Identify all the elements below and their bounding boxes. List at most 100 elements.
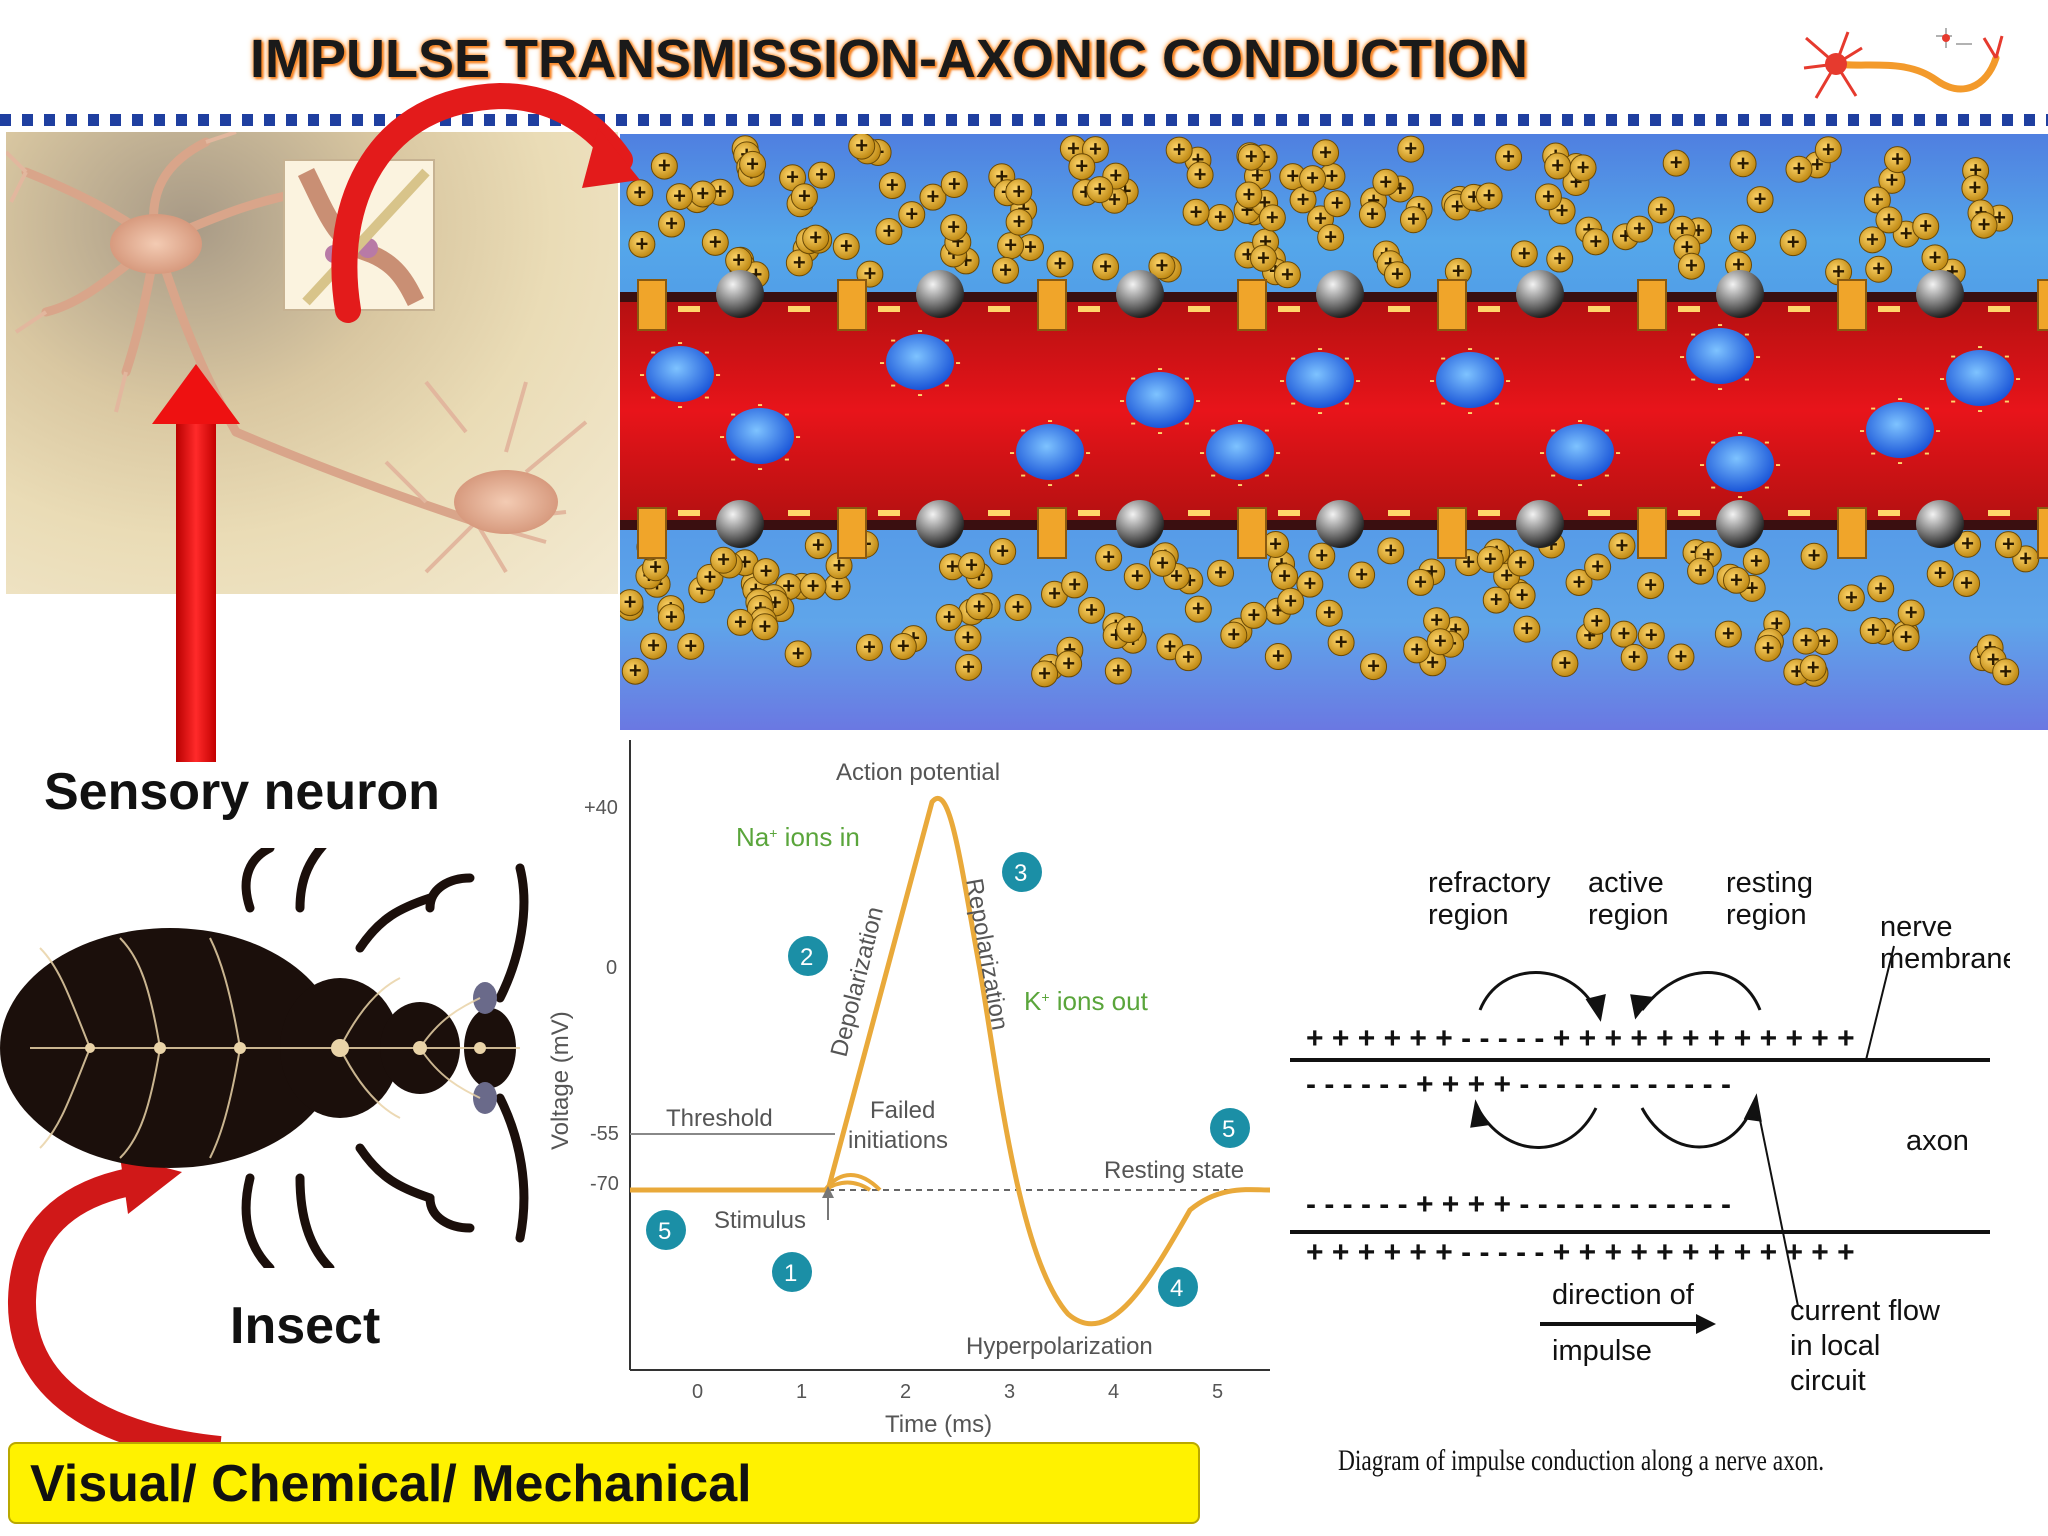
positive-ion: + bbox=[1892, 624, 1920, 652]
positive-ion: + bbox=[1377, 537, 1405, 565]
positive-ion: + bbox=[1565, 568, 1593, 596]
svg-text:+: + bbox=[1822, 137, 1835, 162]
positive-ion: + bbox=[620, 589, 644, 617]
svg-text:+: + bbox=[2019, 546, 2032, 571]
svg-text:+: + bbox=[809, 225, 822, 250]
svg-text:-: - bbox=[1744, 371, 1749, 388]
svg-text:-: - bbox=[1264, 467, 1269, 484]
positive-ion: + bbox=[919, 183, 947, 211]
ion-channel bbox=[1037, 507, 1067, 559]
svg-text:-: - bbox=[944, 377, 949, 394]
svg-text:-: - bbox=[1074, 421, 1079, 438]
svg-text:4: 4 bbox=[1170, 1275, 1183, 1302]
positive-ion: + bbox=[628, 230, 656, 258]
outer-charge-row: + + + + + + - - - - - + + + + + + + + + … bbox=[1306, 1022, 1855, 1055]
svg-text:+: + bbox=[1737, 151, 1750, 176]
svg-text:+: + bbox=[886, 173, 899, 198]
svg-text:+: + bbox=[807, 573, 820, 598]
svg-text:+: + bbox=[943, 605, 956, 630]
svg-text:+: + bbox=[1502, 144, 1515, 169]
svg-text:+: + bbox=[673, 184, 686, 209]
svg-text:+: + bbox=[1722, 621, 1735, 646]
positive-ion: + bbox=[1859, 617, 1887, 645]
svg-text:+: + bbox=[1214, 205, 1227, 230]
positive-ion: + bbox=[726, 608, 754, 636]
svg-text:+: + bbox=[833, 553, 846, 578]
positive-ion: + bbox=[898, 201, 926, 229]
positive-ion: + bbox=[1647, 196, 1675, 224]
svg-text:+: + bbox=[1048, 581, 1061, 606]
svg-text:-: - bbox=[1157, 360, 1162, 377]
svg-text:-: - bbox=[1737, 424, 1742, 441]
negative-ion-blob: -------- bbox=[1429, 340, 1510, 421]
negative-ion-blob: -------- bbox=[1009, 412, 1090, 493]
svg-text:+: + bbox=[1038, 661, 1051, 686]
ion-channel bbox=[1437, 507, 1467, 559]
positive-ion: + bbox=[1482, 586, 1510, 614]
svg-text:+: + bbox=[1516, 583, 1529, 608]
positive-ion: + bbox=[1317, 223, 1345, 251]
positive-ion: + bbox=[1912, 213, 1940, 241]
svg-text:-: - bbox=[1130, 369, 1135, 386]
ion-channel bbox=[1437, 279, 1467, 331]
membrane-charge-mark bbox=[1678, 306, 1700, 312]
positive-ion: + bbox=[1115, 616, 1143, 644]
y-axis-label: Voltage (mV) bbox=[547, 1011, 574, 1150]
positive-ion: + bbox=[1865, 255, 1893, 283]
positive-ion: + bbox=[1637, 622, 1665, 650]
positive-ion: + bbox=[1016, 234, 1044, 262]
svg-text:+: + bbox=[635, 231, 648, 256]
svg-text:+: + bbox=[1484, 546, 1497, 571]
positive-ion: + bbox=[1296, 570, 1324, 598]
stage-badge: 1 bbox=[772, 1252, 812, 1292]
sodium-potassium-pump bbox=[1316, 270, 1364, 318]
positive-ion: + bbox=[1875, 206, 1903, 234]
svg-text:-: - bbox=[1764, 433, 1769, 450]
negative-ion-blob: -------- bbox=[879, 322, 960, 403]
svg-text:+: + bbox=[1960, 570, 1973, 595]
diagram-caption: Diagram of impulse conduction along a ne… bbox=[1338, 1444, 1825, 1477]
svg-text:2: 2 bbox=[800, 944, 813, 971]
page-title: IMPULSE TRANSMISSION-AXONIC CONDUCTION bbox=[250, 29, 1529, 89]
svg-text:+: + bbox=[831, 574, 844, 599]
svg-text:+: + bbox=[1272, 644, 1285, 669]
svg-text:+: + bbox=[1800, 628, 1813, 653]
positive-ion: + bbox=[1754, 634, 1782, 662]
membrane-charge-mark bbox=[1478, 306, 1500, 312]
positive-ion: + bbox=[1687, 557, 1715, 585]
positive-ion: + bbox=[1323, 190, 1351, 218]
svg-text:-: - bbox=[757, 460, 762, 477]
svg-text:-: - bbox=[917, 322, 922, 339]
pointer-line bbox=[1865, 945, 1895, 1061]
svg-text:-: - bbox=[784, 451, 789, 468]
positive-ion: + bbox=[1078, 596, 1106, 624]
positive-ion: + bbox=[1249, 244, 1277, 272]
membrane-charge-mark bbox=[1788, 306, 1810, 312]
positive-ion: + bbox=[1714, 620, 1742, 648]
action-potential-curve bbox=[630, 795, 1271, 1327]
svg-text:+: + bbox=[1173, 137, 1186, 162]
positive-ion: + bbox=[1667, 643, 1695, 671]
positive-ion: + bbox=[1220, 621, 1248, 649]
svg-text:+: + bbox=[1085, 597, 1098, 622]
svg-text:+: + bbox=[714, 179, 727, 204]
svg-text:-: - bbox=[1577, 412, 1582, 429]
positive-ion: + bbox=[1123, 563, 1151, 591]
svg-text:+: + bbox=[1551, 153, 1564, 178]
sodium-potassium-pump bbox=[1716, 500, 1764, 548]
svg-text:+: + bbox=[1414, 569, 1427, 594]
svg-text:+: + bbox=[1451, 194, 1464, 219]
svg-text:-: - bbox=[1977, 402, 1982, 419]
svg-text:-: - bbox=[1440, 395, 1445, 412]
svg-text:+: + bbox=[1872, 256, 1885, 281]
positive-ion: + bbox=[1508, 582, 1536, 610]
positive-ion: + bbox=[1237, 143, 1265, 171]
svg-text:+: + bbox=[1736, 225, 1749, 250]
svg-text:+: + bbox=[948, 171, 961, 196]
positive-ion: + bbox=[1358, 201, 1386, 229]
svg-text:+: + bbox=[1675, 644, 1688, 669]
membrane-charge-mark bbox=[988, 510, 1010, 516]
positive-ion: + bbox=[657, 603, 685, 631]
sodium-potassium-pump bbox=[1116, 270, 1164, 318]
svg-text:-: - bbox=[677, 334, 682, 351]
